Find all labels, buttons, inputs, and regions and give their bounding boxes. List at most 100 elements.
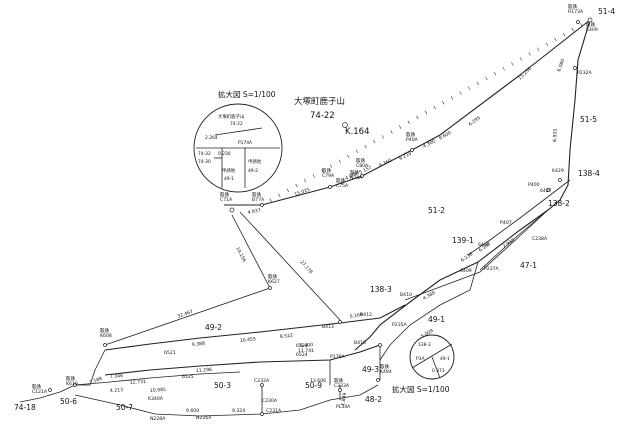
parcel-49-2: 49-2: [205, 323, 222, 332]
parcel-138-2: 138-2: [548, 199, 570, 208]
point-label-line: P235A: [392, 322, 408, 328]
point-label: P176A: [330, 354, 346, 360]
point-b418: [378, 343, 382, 347]
page-title: 大塚町鹿子山: [294, 96, 345, 107]
diag-k627-k608: [104, 287, 271, 346]
point-label-line: C231A: [266, 408, 282, 414]
parcel-labels: 51-4 51-5 138-4 138-2 51-2 139-1 47-1 13…: [14, 7, 615, 412]
point-label-line: 6521: [164, 350, 176, 356]
point-label: P400: [528, 182, 540, 188]
point-label-line: 6525: [182, 374, 194, 380]
point-label-line: 6408: [478, 242, 490, 248]
point-c80a: [360, 174, 364, 178]
point-6427: [546, 188, 550, 192]
tick-mark: [545, 42, 548, 47]
tick-mark: [519, 57, 523, 61]
point-label: 6525: [182, 374, 194, 380]
boundary-ne-upper: [224, 19, 591, 206]
point-label-line: R173A: [568, 9, 584, 15]
point-label: N228A: [150, 416, 166, 422]
inset-right-label: 拡大図 S=1/100: [392, 384, 450, 394]
point-k610: [73, 383, 77, 387]
inset-left-note-1: 申請地: [248, 158, 262, 165]
point-label-line: 殷鉄: [66, 375, 76, 382]
point-label-line: K494: [380, 369, 392, 375]
point-label: PL34A: [336, 404, 351, 410]
tick-mark: [502, 66, 505, 71]
point-label-line: 殷鉄: [406, 131, 416, 138]
tick-mark: [554, 37, 557, 42]
point-c233a: [338, 388, 342, 392]
parcel-50-9: 50-9: [305, 381, 322, 390]
point-k608: [103, 343, 107, 347]
point-label: B413: [322, 324, 334, 330]
distance-label: 15.250: [517, 66, 533, 82]
point-label-line: B413: [322, 324, 334, 330]
distance-label: 6.295: [468, 115, 482, 128]
point-label-line: K429: [552, 168, 564, 174]
point-label-line: C71A: [220, 197, 233, 203]
page-subtitle: 74-22: [310, 111, 335, 121]
parcel-51-5: 51-5: [580, 115, 597, 124]
point-label-line: 殷鉄: [220, 191, 230, 198]
point-label-line: B418: [354, 340, 366, 346]
point-label: P232A: [577, 70, 593, 76]
point-label: C232A: [254, 378, 270, 384]
inset-left: 拡大図 S=1/100 大塚町鹿子山 74-22 2.264 0.230 P17…: [193, 89, 283, 193]
point-label: B412: [360, 312, 372, 318]
point-label: 6408: [478, 242, 490, 248]
point-k429: [558, 178, 562, 182]
distance-label: 4.213: [110, 387, 124, 394]
point-label: K340A: [148, 396, 164, 402]
point-label-line: 殷鉄: [380, 363, 390, 370]
inset-left-note-0: 申請地: [222, 167, 236, 174]
point-label-line: 殷鉄: [252, 191, 262, 198]
point-label: C230A: [262, 398, 278, 404]
parcel-138-4: 138-4: [578, 169, 600, 178]
distance-label: 8.522: [280, 333, 294, 340]
tick-mark: [442, 101, 445, 105]
distance-label: 5.009: [420, 328, 434, 340]
point-label-line: C238A: [532, 236, 548, 242]
point-label-line: N228A: [150, 416, 166, 422]
inset-right-pt-1: 49-1: [440, 356, 450, 362]
point-label-line: C230A: [262, 398, 278, 404]
point-label: 6409: [460, 268, 472, 274]
point-b413: [338, 320, 342, 324]
distance-label: 9.388: [192, 341, 206, 348]
inset-left-parcel-0: 74-30: [198, 159, 211, 165]
point-label: 6523: [296, 343, 308, 349]
point-label-line: P407: [500, 220, 512, 226]
parcel-49-1: 49-1: [428, 315, 445, 324]
parcel-50-3: 50-3: [214, 381, 231, 390]
parcel-138-3: 138-3: [370, 285, 392, 294]
inset-left-val-2: P174A: [238, 140, 252, 146]
distance-label: 6.360: [378, 158, 393, 169]
tick-mark: [459, 91, 462, 95]
distance-label: 7.346: [110, 373, 124, 380]
point-label: C231A: [266, 408, 282, 414]
distance-label: 9.600: [186, 408, 199, 414]
point-label-line: K627: [268, 279, 280, 285]
tick-mark: [424, 110, 428, 115]
tick-mark: [407, 120, 410, 124]
tick-mark: [537, 47, 540, 51]
tick-mark: [381, 135, 384, 139]
benchmark-label: K.164: [345, 127, 370, 137]
point-label-line: P40A: [406, 137, 419, 143]
inset-left-val-0: 2.264: [205, 135, 218, 141]
point-label: N226A: [196, 415, 212, 421]
inset-right-pt-3: P3A: [416, 356, 424, 362]
point-label: 6521: [164, 350, 176, 356]
tick-mark: [433, 105, 436, 110]
tick-mark: [364, 144, 367, 149]
tick-mark: [571, 28, 574, 32]
point-label-line: 殷鉄: [350, 169, 360, 176]
